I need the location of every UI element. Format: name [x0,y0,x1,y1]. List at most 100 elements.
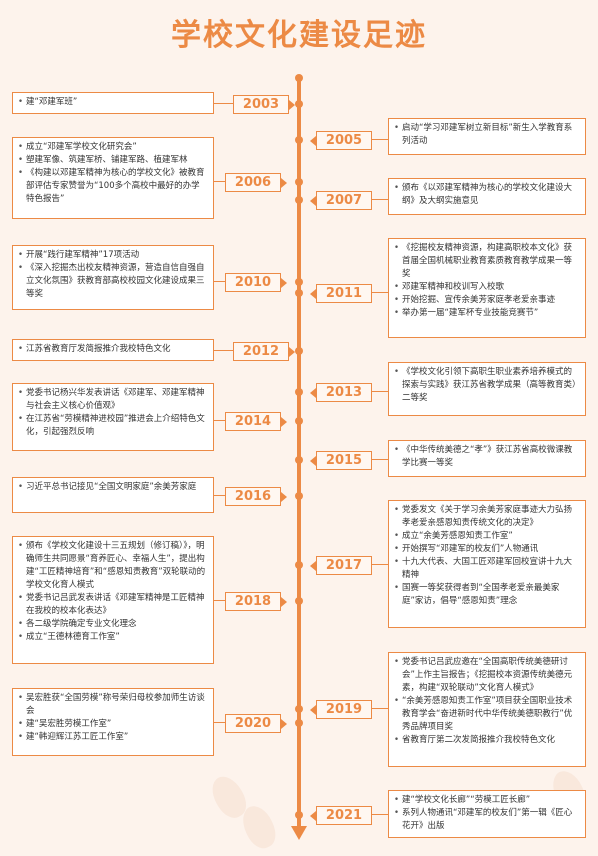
timeline-node [295,196,303,204]
event-box: 成立“邓建军学校文化研究会” 塑建军像、筑建军桥、铺建军路、植建军林 《构建以邓… [12,137,214,219]
year-label: 2007 [310,191,372,210]
event-item: 在江苏省“劳模精神进校园”推进会上介绍特色文化，引起强烈反响 [18,413,208,439]
event-item: 开始撰写“邓建军的校友们”人物通讯 [394,543,580,556]
event-item: 各二级学院确定专业文化理念 [18,618,208,631]
event-item: 启动“学习邓建军树立新目标”新生入学教育系列活动 [394,122,580,148]
year-label: 2006 [225,173,287,192]
event-item: 建“韩迎辉江苏工匠工作室” [18,731,208,744]
event-item: 《学校文化引领下高职生职业素养培养模式的探索与实践》获江苏省教学成果（高等教育类… [394,366,580,405]
event-item: 党委书记杨兴华发表讲话《邓建军、邓建军精神与社会主义核心价值观》 [18,387,208,413]
year-label: 2013 [310,383,372,402]
connector-line [214,420,225,421]
connector-line [214,722,225,723]
event-item: 国赛一等奖获得者到“全国孝老爱亲最美家庭”家访，倡导“感恩知责”理念 [394,582,580,608]
event-box: 建“学校文化长廊”“劳模工匠长廊” 系列人物通讯“邓建军的校友们”第一辑《匠心花… [388,790,586,838]
event-box: 启动“学习邓建军树立新目标”新生入学教育系列活动 [388,118,586,155]
event-box: 开展“践行建军精神”17项活动 《深入挖掘杰出校友精神资源，营造自信自强自立文化… [12,245,214,310]
event-item: 成立“王德林德育工作室” [18,631,208,644]
connector-line [214,495,225,496]
event-box: 党委书记吕武应邀在“全国高职传统美德研讨会”上作主旨报告；《挖掘校本资源传统美德… [388,652,586,767]
timeline-node [295,178,303,186]
event-item: 成立“邓建军学校文化研究会” [18,141,208,154]
timeline-node [295,388,303,396]
event-item: 习近平总书记接见“全国文明家庭”余美芳家庭 [18,481,208,494]
event-box: 建“邓建军班” [12,92,214,114]
timeline-node [295,278,303,286]
event-item: 开展“践行建军精神”17项活动 [18,249,208,262]
year-label: 2017 [310,556,372,575]
event-item: 塑建军像、筑建军桥、铺建军路、植建军林 [18,154,208,167]
event-item: 建“学校文化长廊”“劳模工匠长廊” [394,794,580,807]
timeline-node [295,456,303,464]
timeline-node [295,705,303,713]
event-item: 党委书记吕武发表讲话《邓建军精神是工匠精神在我校的校本化表达》 [18,592,208,618]
event-box: 《挖掘校友精神资源，构建高职校本文化》获首届全国机械职业教育素质教育教学成果一等… [388,238,586,338]
connector-line [214,350,233,351]
event-item: “余美芳感恩知责工作室”项目获全国职业技术教育学会“奋进新时代中华传统美德职教行… [394,695,580,734]
timeline-arrow [291,826,307,840]
connector-line [214,281,225,282]
connector-line [371,391,388,392]
event-item: 《中华传统美德之“孝”》获江苏省高校微课教学比赛一等奖 [394,444,580,470]
event-item: 《构建以邓建军精神为核心的学校文化》被教育部评估专家赞誉为“100多个高校中最好… [18,167,208,206]
timeline-start-dot [295,74,303,82]
connector-line [371,459,388,460]
year-label: 2014 [225,412,287,431]
year-label: 2011 [310,284,372,303]
event-item: 系列人物通讯“邓建军的校友们”第一辑《匠心花开》出版 [394,807,580,833]
event-item: 党委发文《关于学习余美芳家庭事迹大力弘扬孝老爱亲感恩知责传统文化的决定》 [394,504,580,530]
event-item: 成立“余美芳感恩知责工作室” [394,530,580,543]
event-item: 吴宏胜获“全国劳模”称号荣归母校参加师生访谈会 [18,692,208,718]
timeline-node [295,417,303,425]
year-label: 2015 [310,451,372,470]
event-box: 党委书记杨兴华发表讲话《邓建军、邓建军精神与社会主义核心价值观》 在江苏省“劳模… [12,383,214,451]
event-item: 颁布《学校文化建设十三五规划（修订稿）》，明确师生共同愿景“育养匠心、幸福人生”… [18,540,208,592]
event-box: 颁布《学校文化建设十三五规划（修订稿）》，明确师生共同愿景“育养匠心、幸福人生”… [12,536,214,664]
event-item: 党委书记吕武应邀在“全国高职传统美德研讨会”上作主旨报告；《挖掘校本资源传统美德… [394,656,580,695]
connector-line [371,199,388,200]
event-item: 江苏省教育厅发简报推介我校特色文化 [18,343,208,356]
event-item: 《深入挖掘杰出校友精神资源，营造自信自强自立文化氛围》获教育部高校校园文化建设成… [18,262,208,301]
event-item: 开始挖掘、宣传余美芳家庭孝老爱亲事迹 [394,294,580,307]
event-item: 颁布《以邓建军精神为核心的学校文化建设大纲》及大纲实施意见 [394,182,580,208]
year-label: 2012 [233,342,295,361]
event-box: 党委发文《关于学习余美芳家庭事迹大力弘扬孝老爱亲感恩知责传统文化的决定》 成立“… [388,500,586,628]
timeline-node [295,719,303,727]
event-item: 邓建军精神和校训写入校歌 [394,281,580,294]
connector-line [371,292,388,293]
timeline-node [295,100,303,108]
event-box: 习近平总书记接见“全国文明家庭”余美芳家庭 [12,477,214,513]
event-box: 颁布《以邓建军精神为核心的学校文化建设大纲》及大纲实施意见 [388,178,586,215]
year-label: 2019 [310,700,372,719]
year-label: 2021 [310,806,372,825]
connector-line [214,103,233,104]
event-box: 江苏省教育厅发简报推介我校特色文化 [12,339,214,361]
timeline-node [295,492,303,500]
event-item: 建“吴宏胜劳模工作室” [18,718,208,731]
timeline-node [295,347,303,355]
event-box: 《中华传统美德之“孝”》获江苏省高校微课教学比赛一等奖 [388,440,586,477]
timeline-node [295,561,303,569]
timeline-node [295,597,303,605]
year-label: 2003 [233,95,295,114]
year-label: 2010 [225,273,287,292]
timeline-node [295,289,303,297]
event-item: 《挖掘校友精神资源，构建高职校本文化》获首届全国机械职业教育素质教育教学成果一等… [394,242,580,281]
year-label: 2018 [225,592,287,611]
event-item: 建“邓建军班” [18,96,208,109]
year-label: 2005 [310,131,372,150]
connector-line [371,814,388,815]
timeline-node [295,136,303,144]
page-title: 学校文化建设足迹 [171,18,427,53]
event-box: 吴宏胜获“全国劳模”称号荣归母校参加师生访谈会 建“吴宏胜劳模工作室” 建“韩迎… [12,688,214,756]
event-item: 十九大代表、大国工匠邓建军回校宣讲十九大精神 [394,556,580,582]
connector-line [214,181,225,182]
event-item: 举办第一届“建军杯专业技能竞赛节” [394,307,580,320]
connector-line [371,139,388,140]
connector-line [371,708,388,709]
connector-line [371,564,388,565]
event-box: 《学校文化引领下高职生职业素养培养模式的探索与实践》获江苏省教学成果（高等教育类… [388,362,586,416]
year-label: 2020 [225,714,287,733]
connector-line [214,600,225,601]
timeline-node [295,811,303,819]
